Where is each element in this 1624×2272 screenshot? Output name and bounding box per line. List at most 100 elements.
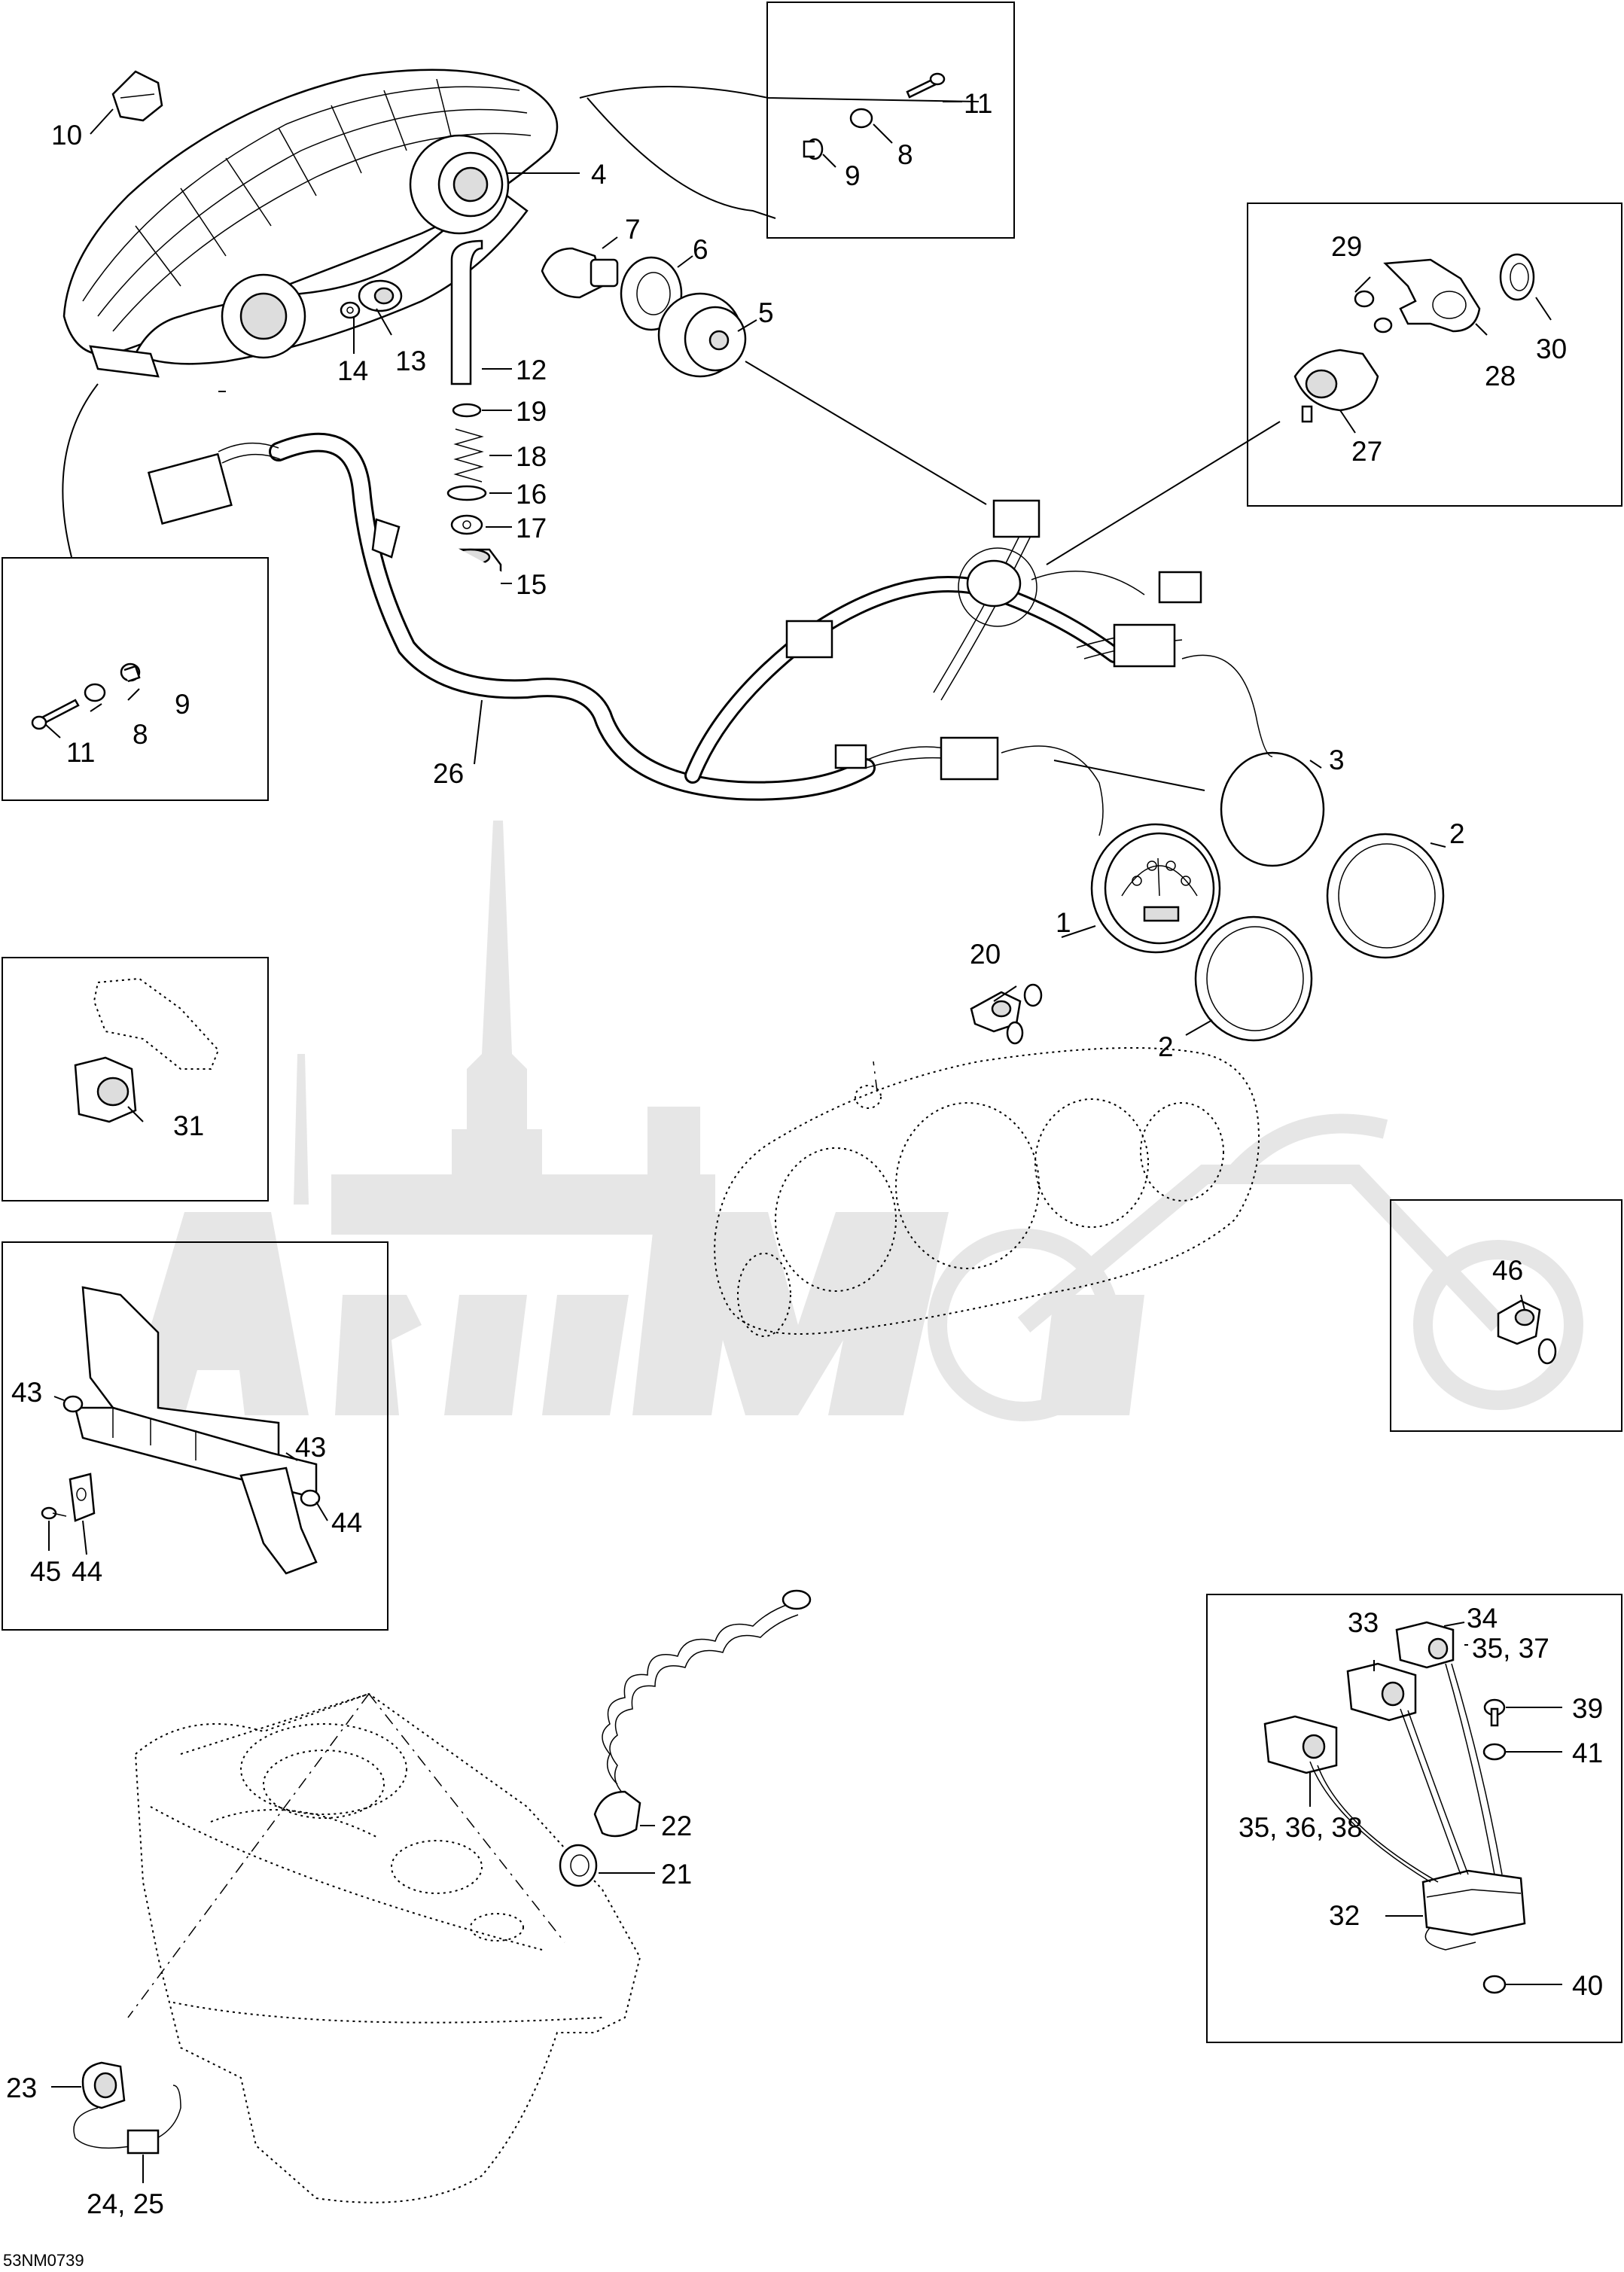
washer-20 [452, 403, 482, 418]
nut-43-right [300, 1489, 321, 1507]
callout-13: 13 [395, 346, 426, 376]
grommet-13 [358, 279, 403, 312]
callout-45: 45 [30, 1556, 61, 1587]
gauge-1 [1090, 823, 1221, 954]
nut-40 [1482, 1975, 1507, 1994]
callout-12: 12 [516, 355, 547, 385]
callout-43-left: 43 [11, 1377, 42, 1408]
callout-21: 21 [661, 1859, 692, 1890]
callout-17: 17 [516, 513, 547, 544]
harness-detail-circle [958, 547, 1037, 627]
detail-box-headlamp-screws [766, 2, 1015, 239]
bulb-7 [541, 247, 619, 299]
indicator-22 [593, 1790, 641, 1838]
callout-labels: 10 11 8 9 4 7 6 5 13 14 12 19 18 16 17 1… [3, 88, 1603, 2270]
callout-22: 22 [661, 1811, 692, 1841]
callout-16: 16 [516, 479, 547, 510]
callout-30: 30 [1536, 333, 1567, 364]
coiled-cord [602, 1589, 812, 1796]
callout-9-left: 9 [175, 689, 190, 720]
callout-15: 15 [516, 569, 547, 600]
connector-34 [1395, 1621, 1455, 1669]
callout-34: 34 [1467, 1603, 1498, 1634]
callout-18: 20 [970, 939, 1001, 970]
callout-5: 5 [758, 297, 774, 328]
callout-27: 27 [1351, 436, 1382, 467]
callout-19: 18 [516, 441, 547, 472]
bezel-2-upper [1326, 833, 1445, 959]
headlamp-assembly [62, 69, 559, 378]
harness-connector-top-left [147, 452, 233, 525]
detail-box-screws-left [2, 557, 269, 801]
callout-9-top: 9 [845, 160, 861, 191]
callout-8-top: 8 [897, 139, 913, 170]
callout-2-upper: 2 [1449, 818, 1465, 849]
connector-24-25 [126, 2129, 160, 2155]
callout-41: 41 [1572, 1738, 1603, 1768]
callout-24-25: 24, 25 [87, 2188, 164, 2219]
callout-31: 31 [173, 1110, 204, 1141]
harness-connector-right [1158, 571, 1202, 604]
bracket-28 [1383, 258, 1481, 333]
callout-10: 10 [51, 120, 82, 151]
callout-39: 39 [1572, 1693, 1603, 1724]
regulator-32 [1421, 1869, 1526, 1951]
callout-46: 46 [1492, 1255, 1523, 1286]
harness-connector-upper [992, 499, 1041, 538]
callout-29: 29 [1331, 231, 1362, 262]
washer-8-top [849, 108, 873, 129]
nut-14 [340, 301, 361, 319]
diagram-code: 53NM0739 [3, 2251, 84, 2270]
screw-45 [41, 1506, 67, 1520]
bolt-39 [1483, 1698, 1506, 1727]
callout-20: 19 [516, 396, 547, 427]
washer-41 [1482, 1743, 1507, 1761]
detail-box-connector-27 [1247, 203, 1622, 507]
connector-33 [1346, 1662, 1417, 1722]
nut-43-left [62, 1395, 84, 1413]
spring-19 [453, 428, 484, 483]
callout-23: 23 [6, 2073, 37, 2103]
bezel-2-lower [1194, 915, 1313, 1042]
callout-26: 26 [433, 758, 464, 789]
callout-14: 14 [337, 355, 368, 386]
grommet-9-left [120, 662, 141, 683]
callout-2-lower: 2 [1158, 1031, 1174, 1062]
wiring-harness-26 [147, 432, 1202, 801]
callout-11-top: 11 [964, 88, 992, 119]
leader-lines [44, 86, 1562, 2183]
harness-connector-small [834, 744, 867, 769]
callout-1: 1 [1056, 907, 1071, 938]
callout-33: 33 [1348, 1607, 1379, 1638]
screw-11-top [906, 72, 946, 99]
lens-3 [1220, 751, 1325, 867]
washer-8-left [84, 683, 106, 702]
callout-3: 3 [1329, 745, 1345, 775]
screw-11-left [31, 699, 80, 730]
callout-6: 6 [693, 234, 708, 265]
callout-44: 44 [72, 1556, 102, 1587]
ring-nut-30 [1499, 253, 1535, 301]
callout-40: 40 [1572, 1970, 1603, 2001]
key-switch-46 [1497, 1299, 1557, 1365]
ring-21 [559, 1844, 598, 1887]
harness-connector-middle [785, 620, 833, 659]
harness-connector-gauge-1 [940, 736, 999, 781]
callout-32: 32 [1329, 1900, 1360, 1931]
callout-42: 43 [295, 1432, 326, 1463]
adjuster-rod-12 [450, 239, 483, 385]
callout-7: 7 [625, 214, 641, 245]
clip-44 [69, 1473, 96, 1522]
connector-31 [74, 977, 220, 1123]
callout-35-37: 35, 37 [1472, 1633, 1549, 1664]
callout-35-36-38: 35, 36, 38 [1239, 1812, 1363, 1843]
switch-23 [73, 2061, 181, 2149]
washer-16 [446, 485, 487, 501]
connector-27 [1293, 349, 1379, 423]
nut-29 [1354, 290, 1393, 333]
detail-box-bracket [2, 1241, 388, 1631]
detail-box-key-switch-46 [1390, 1199, 1622, 1432]
boot-5 [657, 292, 747, 378]
callout-8-left: 8 [133, 719, 148, 750]
